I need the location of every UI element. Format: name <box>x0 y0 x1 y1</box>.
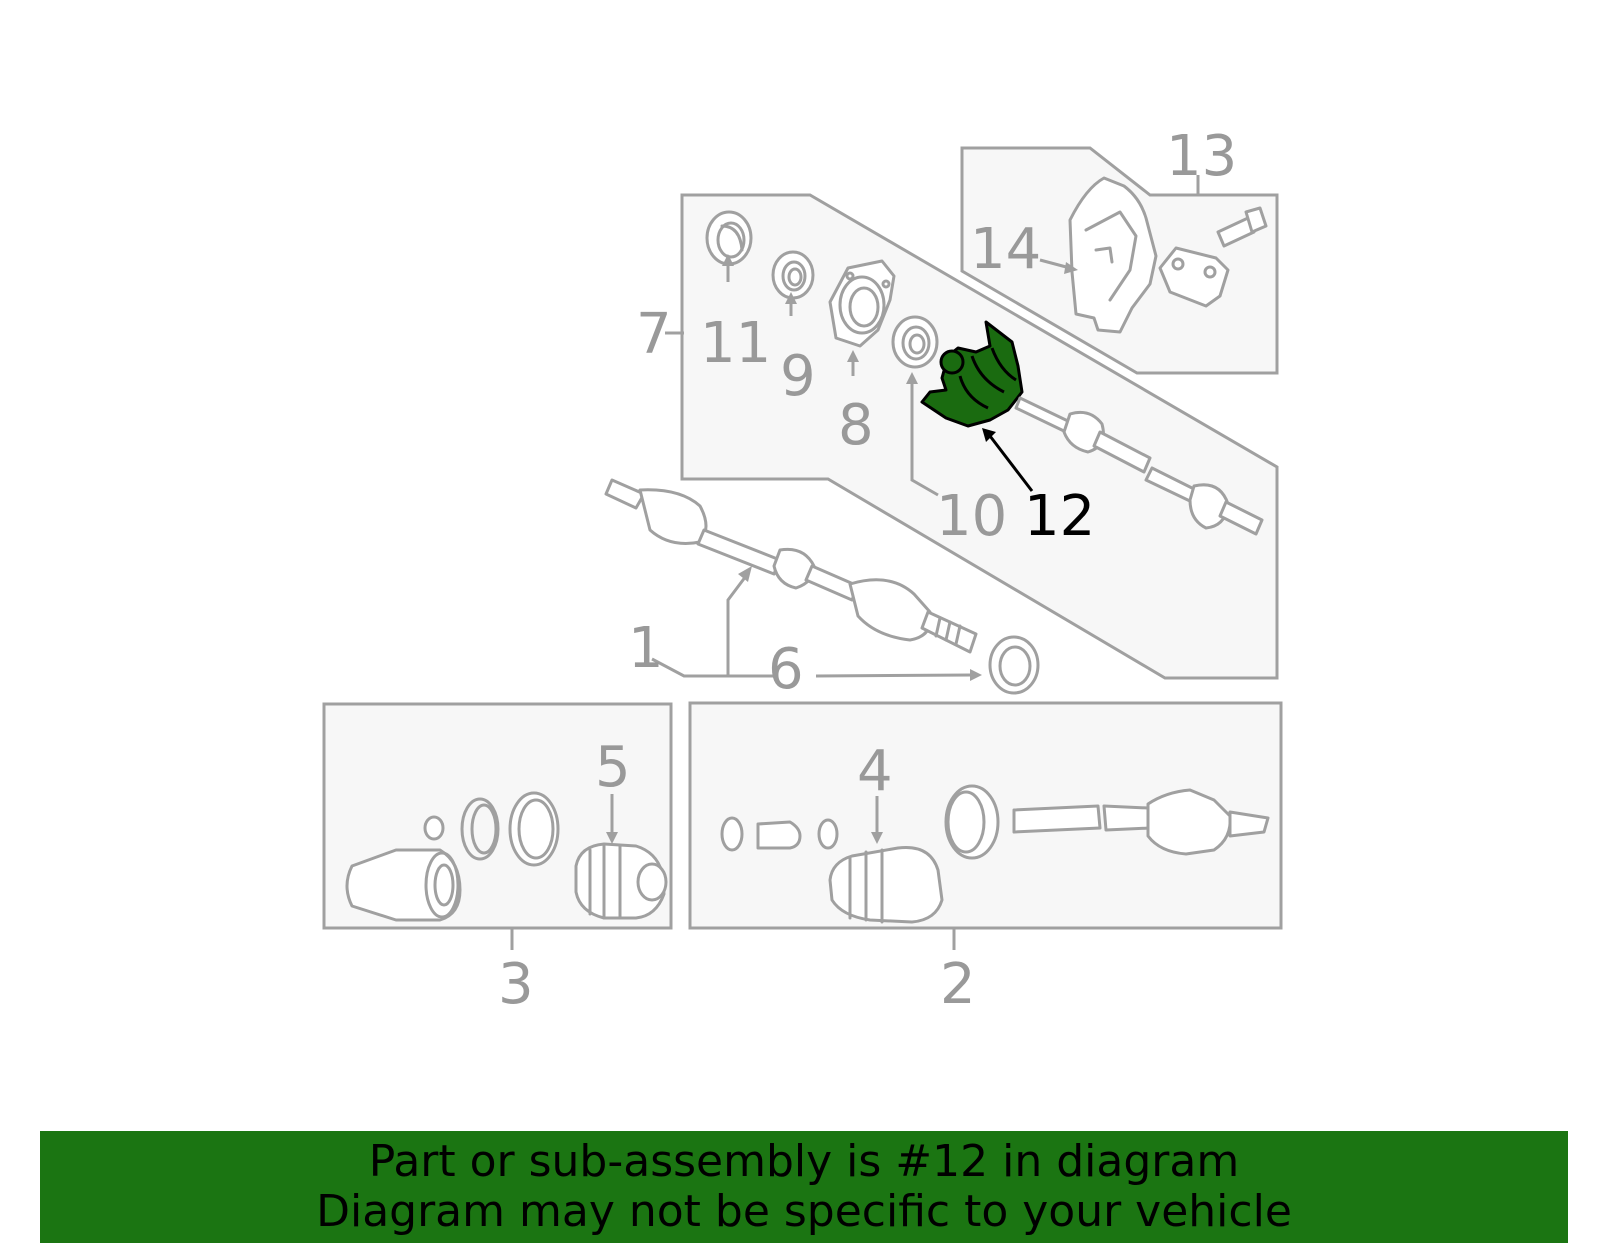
part-9-seal[interactable] <box>771 250 815 300</box>
callout-lines <box>510 175 1200 950</box>
callout-4: 4 <box>857 739 893 804</box>
part-6-ring[interactable] <box>988 635 1040 695</box>
part-8-bearing-housing[interactable] <box>828 259 896 348</box>
part-10-seal[interactable] <box>891 315 939 369</box>
callout-9: 9 <box>780 344 816 409</box>
callout-10: 10 <box>936 484 1007 549</box>
part-1-drive-shaft[interactable] <box>604 478 978 654</box>
callout-5: 5 <box>595 735 631 800</box>
part-3-joint-kit[interactable] <box>345 791 560 922</box>
callout-11: 11 <box>700 311 771 376</box>
part-13-mount-and-bolt[interactable] <box>1158 206 1268 308</box>
callout-12: 12 <box>1024 484 1095 549</box>
callout-14: 14 <box>970 217 1041 282</box>
part-5-boot[interactable] <box>574 842 668 920</box>
part-14-bracket[interactable] <box>1068 176 1158 334</box>
banner-line-disclaimer: Diagram may not be specific to your vehi… <box>316 1186 1292 1237</box>
banner-line-part: Part or sub-assembly is #12 in diagram <box>368 1136 1240 1187</box>
callout-2: 2 <box>940 952 976 1017</box>
part-2-joint-kit[interactable] <box>720 784 1270 860</box>
part-4-boot[interactable] <box>828 845 944 924</box>
callout-3: 3 <box>498 952 534 1017</box>
part-12-dust-shield[interactable] <box>920 320 1024 428</box>
callout-1: 1 <box>628 616 664 681</box>
info-banner: Part or sub-assembly is #12 in diagram D… <box>40 1131 1568 1243</box>
callout-8: 8 <box>838 393 874 458</box>
part-shaft-assembly-upper <box>1014 396 1264 536</box>
callout-line-12 <box>982 428 1034 492</box>
callout-7: 7 <box>636 302 672 367</box>
panel-7 <box>680 193 1279 680</box>
callout-13: 13 <box>1166 124 1237 189</box>
callout-6: 6 <box>768 637 804 702</box>
